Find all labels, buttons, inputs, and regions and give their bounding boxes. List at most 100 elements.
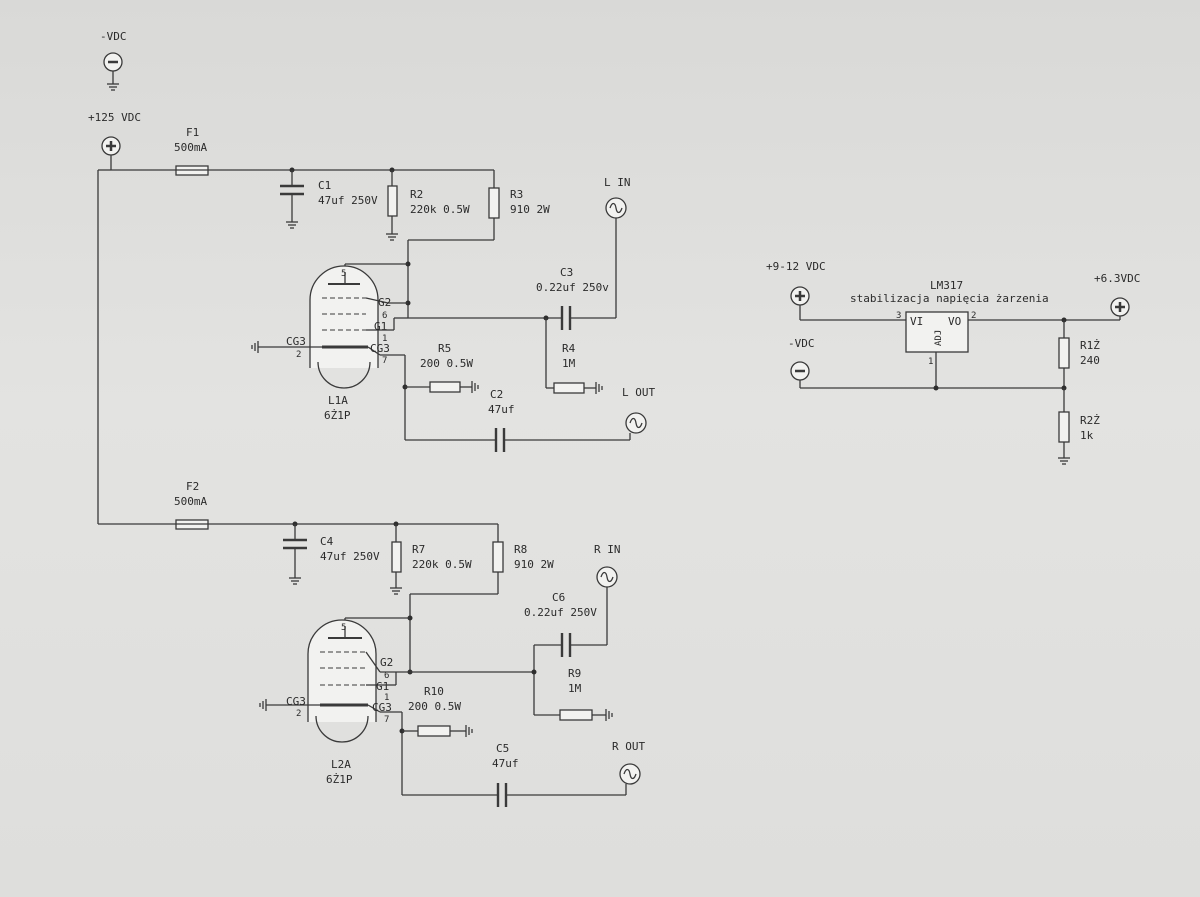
tube-l2a: 5 G2 6 G1 1 CG3 7 CG3 2 L2A 6Ż1P bbox=[259, 619, 393, 786]
l-in-label: L IN bbox=[604, 176, 631, 189]
c4-value: 47uf 250V bbox=[320, 550, 380, 563]
r9-ref: R9 bbox=[568, 667, 581, 680]
lm317-description: stabilizacja napięcia żarzenia bbox=[850, 292, 1049, 305]
c2-ref: C2 bbox=[490, 388, 503, 401]
resistor-r9: R9 1M bbox=[534, 667, 613, 722]
r3-ref: R3 bbox=[510, 188, 523, 201]
capacitor-c5: C5 47uf bbox=[402, 742, 626, 807]
resistor-r7: R7 220k 0.5W bbox=[389, 524, 472, 595]
r7-ref: R7 bbox=[412, 543, 425, 556]
heater-regulator: +9-12 VDC -VDC LM317 stabilizacja napięc… bbox=[766, 260, 1140, 465]
neg-vdc-reg-label: -VDC bbox=[788, 337, 815, 350]
lm317-ref: LM317 bbox=[930, 279, 963, 292]
r8-ref: R8 bbox=[514, 543, 527, 556]
l1a-pin-g2-num: 6 bbox=[382, 311, 387, 321]
r2z-value: 1k bbox=[1080, 429, 1094, 442]
l1a-pin-g2: G2 bbox=[378, 296, 391, 309]
r1z-value: 240 bbox=[1080, 354, 1100, 367]
r10-ref: R10 bbox=[424, 685, 444, 698]
f2-value: 500mA bbox=[174, 495, 207, 508]
c1-value: 47uf 250V bbox=[318, 194, 378, 207]
f1-value: 500mA bbox=[174, 141, 207, 154]
l2a-pin-cg3-right-num: 7 bbox=[384, 715, 389, 725]
r7-value: 220k 0.5W bbox=[412, 558, 472, 571]
c6-ref: C6 bbox=[552, 591, 565, 604]
r2-ref: R2 bbox=[410, 188, 423, 201]
c3-ref: C3 bbox=[560, 266, 573, 279]
f1-ref: F1 bbox=[186, 126, 199, 139]
resistor-r2z: R2Ż 1k bbox=[1057, 388, 1100, 465]
capacitor-c6: C6 0.22uf 250V bbox=[410, 591, 597, 715]
capacitor-c2: C2 47uf bbox=[405, 388, 630, 452]
c2-value: 47uf bbox=[488, 403, 515, 416]
r2z-ref: R2Ż bbox=[1080, 414, 1100, 427]
f2-ref: F2 bbox=[186, 480, 199, 493]
r-in-label: R IN bbox=[594, 543, 621, 556]
lm317-pin3: 3 bbox=[896, 311, 901, 321]
capacitor-c1: C1 47uf 250V bbox=[280, 170, 378, 229]
neg-vdc-label: -VDC bbox=[100, 30, 127, 43]
neg-vdc-reg-power-symbol: -VDC bbox=[788, 337, 815, 381]
c6-value: 0.22uf 250V bbox=[524, 606, 597, 619]
l2a-pin-p: 5 bbox=[341, 623, 346, 633]
c5-ref: C5 bbox=[496, 742, 509, 755]
l1a-ref: L1A bbox=[328, 394, 348, 407]
capacitor-c3: C3 0.22uf 250v bbox=[408, 266, 616, 330]
l1a-pin-cg3-left: CG3 bbox=[286, 335, 306, 348]
capacitor-c4: C4 47uf 250V bbox=[283, 524, 380, 585]
lm317-chip: LM317 stabilizacja napięcia żarzenia VI … bbox=[850, 279, 1049, 367]
l1a-pin-g1: G1 bbox=[374, 320, 387, 333]
r-out-label: R OUT bbox=[612, 740, 645, 753]
lm317-pin-vi: VI bbox=[910, 315, 923, 328]
left-channel: F1 500mA C1 47uf 250V R2 220k 0.5W R3 91… bbox=[174, 126, 655, 452]
r4-ref: R4 bbox=[562, 342, 576, 355]
c4-ref: C4 bbox=[320, 535, 334, 548]
r2-value: 220k 0.5W bbox=[410, 203, 470, 216]
r5-ref: R5 bbox=[438, 342, 451, 355]
pos-6v3-label: +6.3VDC bbox=[1094, 272, 1140, 285]
l2a-pin-g1-num: 1 bbox=[384, 693, 389, 703]
c1-ref: C1 bbox=[318, 179, 331, 192]
l1a-pin-cg3-right-num: 7 bbox=[382, 356, 387, 366]
resistor-r3: R3 910 2W bbox=[407, 170, 550, 318]
lm317-pin-vo: VO bbox=[948, 315, 961, 328]
lm317-pin-adj: ADJ bbox=[934, 330, 944, 346]
l2a-pin-g2: G2 bbox=[380, 656, 393, 669]
neg-vdc-power-symbol: -VDC bbox=[100, 30, 127, 91]
r8-value: 910 2W bbox=[514, 558, 554, 571]
l1a-pin-g1-num: 1 bbox=[382, 334, 387, 344]
right-channel: F2 500mA C4 47uf 250V R7 220k 0.5W R8 91… bbox=[174, 480, 645, 807]
r5-value: 200 0.5W bbox=[420, 357, 473, 370]
r-in-source: R IN bbox=[570, 543, 621, 646]
l2a-pin-cg3-left: CG3 bbox=[286, 695, 306, 708]
resistor-r2: R2 220k 0.5W bbox=[385, 170, 470, 241]
resistor-r8: R8 910 2W bbox=[409, 524, 554, 672]
resistor-r10: R10 200 0.5W bbox=[402, 685, 473, 738]
b-plus-rail bbox=[97, 155, 176, 525]
r3-value: 910 2W bbox=[510, 203, 550, 216]
pos-9-12-power-symbol: +9-12 VDC bbox=[766, 260, 826, 306]
pos-125-power-symbol: +125 VDC bbox=[88, 111, 141, 156]
l2a-type: 6Ż1P bbox=[326, 773, 353, 786]
lm317-pin2: 2 bbox=[971, 311, 976, 321]
resistor-r1z: R1Ż 240 bbox=[1058, 320, 1100, 388]
resistor-r5: R5 200 0.5W bbox=[405, 342, 479, 394]
pos-9-12-label: +9-12 VDC bbox=[766, 260, 826, 273]
r9-value: 1M bbox=[568, 682, 582, 695]
r1z-ref: R1Ż bbox=[1080, 339, 1100, 352]
r-out-source: R OUT bbox=[612, 740, 645, 795]
c5-value: 47uf bbox=[492, 757, 519, 770]
r4-value: 1M bbox=[562, 357, 576, 370]
pos-125-label: +125 VDC bbox=[88, 111, 141, 124]
l1a-pin-cg3-left-num: 2 bbox=[296, 350, 301, 360]
l2a-pin-cg3-left-num: 2 bbox=[296, 709, 301, 719]
fuse-f2: F2 500mA bbox=[174, 480, 209, 530]
l-out-label: L OUT bbox=[622, 386, 655, 399]
l1a-type: 6Ż1P bbox=[324, 409, 351, 422]
r10-value: 200 0.5W bbox=[408, 700, 461, 713]
pos-6v3-power-symbol: +6.3VDC bbox=[1094, 272, 1140, 320]
l-out-source: L OUT bbox=[622, 386, 655, 440]
l2a-pin-g1: G1 bbox=[376, 680, 389, 693]
